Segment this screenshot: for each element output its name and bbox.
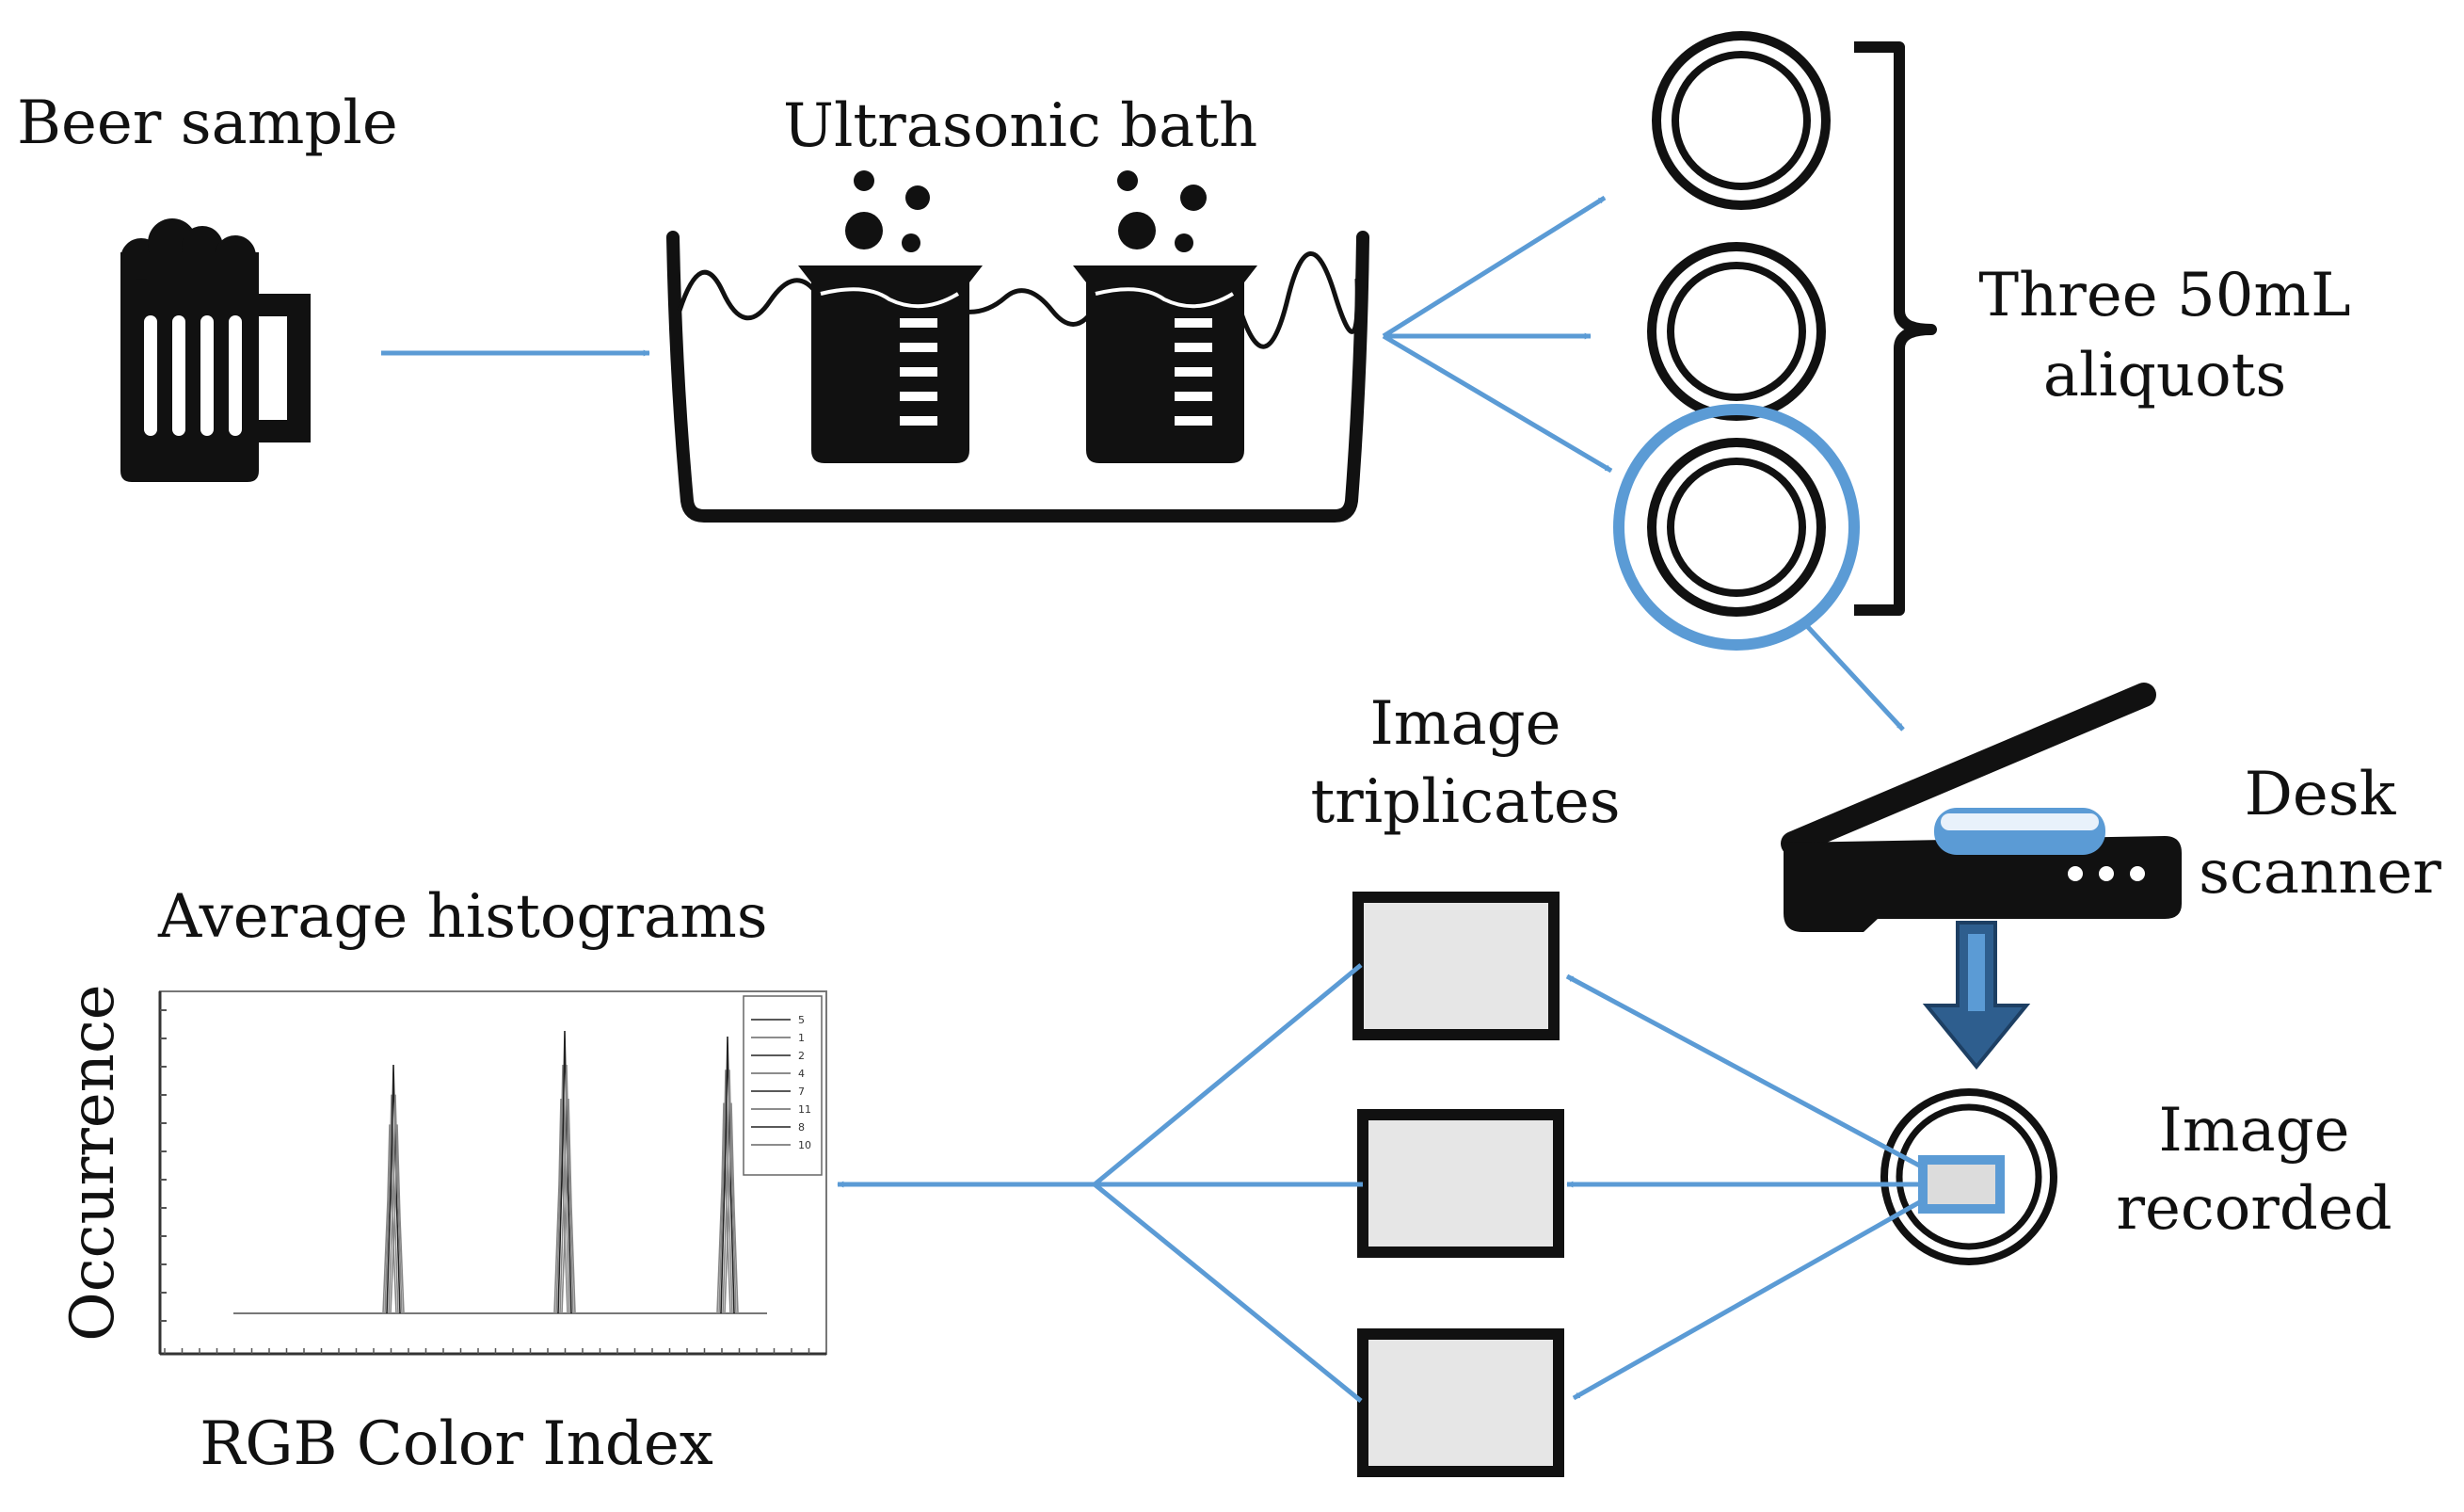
beer-sample-label: Beer sample — [17, 88, 398, 158]
image-triplicates-label-line1: Image — [1370, 689, 1561, 759]
aliquot-dish-icon-selected — [1613, 404, 1860, 651]
histogram-peak-line — [718, 1070, 733, 1314]
legend-entry-label: 7 — [798, 1086, 805, 1098]
legend-entry-label: 2 — [798, 1050, 805, 1062]
aliquot-dish-icon — [1647, 242, 1826, 421]
arrow-bath-to-aliquot-1 — [1382, 195, 1607, 339]
desk-scanner-label-line1: Desk — [2245, 760, 2397, 829]
histogram-peak-line — [720, 1036, 735, 1314]
histogram-peaks — [382, 1030, 739, 1314]
legend-entry-label: 1 — [798, 1032, 805, 1044]
histogram-y-axis-label: Occurrence — [58, 984, 128, 1341]
aliquots-bracket — [1854, 41, 1937, 616]
legend-entry-label: 4 — [798, 1068, 805, 1080]
aliquot-dish-icon — [1652, 31, 1831, 210]
histogram-peak-line — [384, 1094, 399, 1314]
image-recorded-label-line1: Image — [2159, 1096, 2350, 1166]
histogram-peak-line — [386, 1064, 401, 1314]
arrow-recorded-to-triplicate-3 — [1572, 1198, 1925, 1401]
aliquots-label-line1: Three 50mL — [1978, 261, 2350, 330]
histogram-peak-line — [557, 1030, 572, 1314]
histogram-x-axis-label: RGB Color Index — [200, 1409, 713, 1479]
image-recorded-dish-icon — [1880, 1088, 2057, 1265]
histogram-peak-line — [559, 1064, 574, 1314]
image-frame-icon — [1352, 892, 1560, 1040]
histogram-thumbnail: 5 1 2 4 7 11 8 10 — [158, 990, 827, 1356]
ultrasonic-bath-icon — [666, 170, 1369, 523]
image-frame-icon — [1357, 1109, 1564, 1258]
aliquots-label-line2: aliquots — [2043, 341, 2286, 410]
line-triplicate-3-merge — [1093, 1182, 1363, 1403]
ultrasonic-bath-label: Ultrasonic bath — [783, 91, 1257, 161]
histogram-peak-line — [555, 1064, 570, 1314]
line-triplicate-1-merge — [1093, 963, 1363, 1186]
histogram-legend: 5 1 2 4 7 11 8 10 — [751, 1014, 811, 1151]
histogram-ticks — [160, 1009, 810, 1354]
image-triplicates-label-line2: triplicates — [1310, 767, 1620, 837]
beaker-icon — [1073, 170, 1257, 463]
desk-scanner-icon — [1781, 683, 2182, 932]
arrow-recorded-to-triplicate-1 — [1565, 973, 1925, 1170]
desk-scanner-label-line2: scanner — [2199, 838, 2441, 908]
scanner-down-arrow — [1922, 921, 2031, 1070]
image-recorded-label-line2: recorded — [2116, 1174, 2392, 1244]
legend-entry-label: 11 — [798, 1103, 811, 1116]
histogram-plot-frame — [159, 990, 827, 1355]
histogram-peak-line — [388, 1094, 403, 1314]
average-histograms-label: Average histograms — [157, 882, 768, 952]
legend-entry-label: 5 — [798, 1014, 805, 1026]
image-frame-icon — [1357, 1328, 1564, 1477]
beaker-icon — [798, 170, 983, 463]
histogram-peak-line — [724, 1102, 739, 1314]
arrow-bath-to-aliquot-3 — [1382, 333, 1613, 474]
legend-entry-label: 10 — [798, 1139, 811, 1151]
histogram-peak-line — [722, 1070, 737, 1314]
beer-mug-icon — [120, 218, 311, 482]
histogram-peak-line — [390, 1124, 405, 1314]
histogram-peak-line — [561, 1098, 576, 1314]
legend-entry-label: 8 — [798, 1121, 805, 1134]
arrow-aliquot-to-scanner — [1805, 624, 1905, 732]
